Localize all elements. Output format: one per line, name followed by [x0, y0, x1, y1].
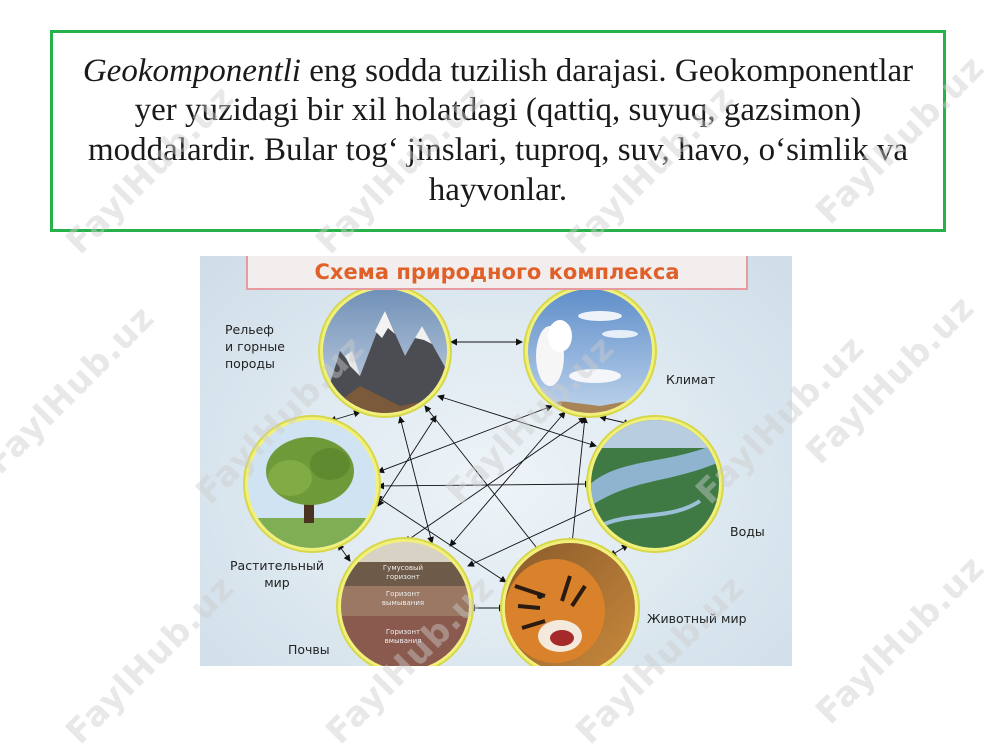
diagram-graphics [243, 284, 724, 666]
soil-layer-2: Горизонт вымывания [381, 590, 425, 608]
watermark: FaylHub.uz [0, 297, 163, 483]
label-relief-line-3: породы [225, 355, 275, 371]
label-relief-line-1: Рельеф [225, 322, 274, 337]
definition-text-box: Geokomponentli eng sodda tuzilish daraja… [50, 30, 946, 232]
watermark: FaylHub.uz [798, 287, 983, 473]
soil-layer-3: Горизонт вмывания [384, 628, 422, 646]
label-relief-line-2: и горные [225, 338, 285, 354]
label-relief: Рельеф и горные породы [225, 322, 285, 373]
label-climate: Климат [666, 372, 716, 387]
label-soil: Почвы [288, 642, 330, 657]
soil-node-image [336, 537, 474, 666]
flora-node-image [243, 415, 381, 553]
definition-rest: eng sodda tuzilish darajasi. Geokomponen… [88, 52, 914, 208]
water-node-image [586, 415, 724, 553]
natural-complex-diagram: Схема природного комплекса Рельеф и горн… [200, 256, 792, 666]
italic-term: Geokomponentli [82, 52, 301, 89]
label-water: Воды [730, 524, 765, 539]
diagram-title: Схема природного комплекса [246, 256, 748, 290]
label-flora-line-2: мир [264, 574, 290, 590]
label-flora-line-1: Растительный [230, 558, 324, 573]
fauna-node-image [500, 538, 640, 666]
definition-text: Geokomponentli eng sodda tuzilish daraja… [53, 52, 943, 210]
connection-arrows [329, 338, 631, 612]
label-flora: Растительный мир [230, 558, 324, 592]
relief-node-image [318, 284, 452, 418]
watermark: FaylHub.uz [808, 547, 993, 733]
soil-layer-1: Гумусовый горизонт [382, 564, 424, 582]
label-fauna: Животный мир [647, 611, 747, 626]
climate-node-image [523, 284, 657, 418]
